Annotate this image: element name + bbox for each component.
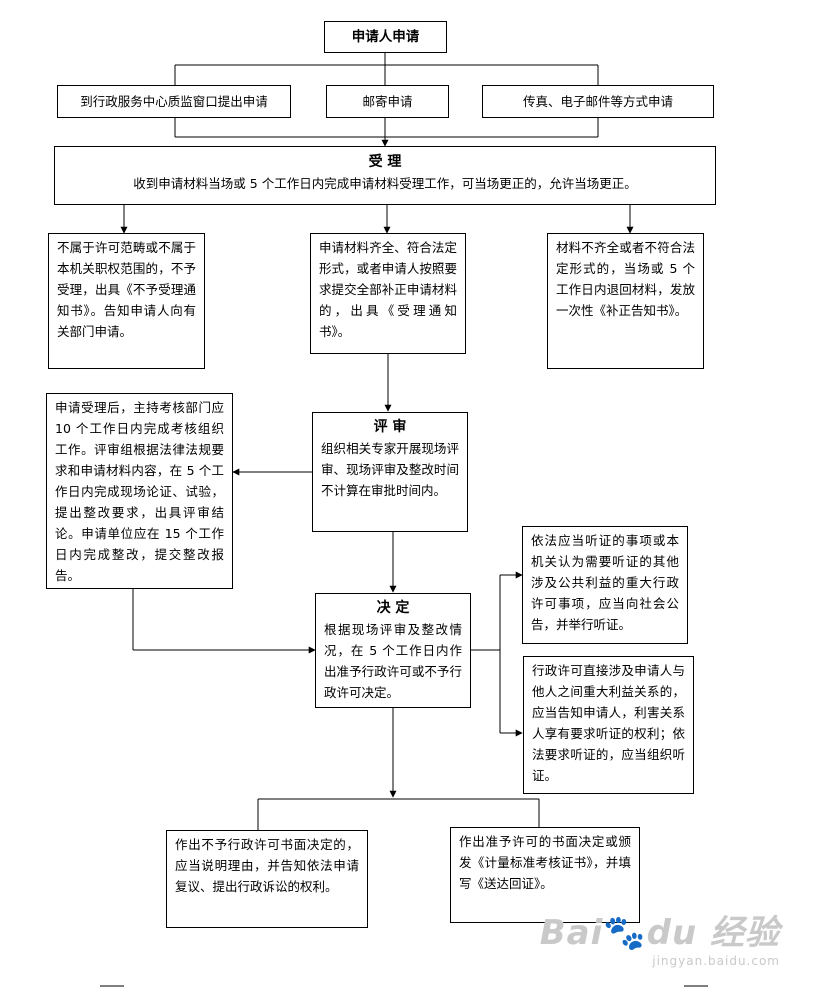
- review-box: 评 审 组织相关专家开展现场评审、现场评审及整改时间不计算在审批时间内。: [312, 412, 468, 532]
- deny-box: 作出不予行政许可书面决定的，应当说明理由，并告知依法申请复议、提出行政诉讼的权利…: [166, 830, 368, 928]
- not-accept-text: 不属于许可范畴或不属于本机关职权范围的，不予受理，出具《不予受理通知书》。告知申…: [57, 240, 196, 339]
- applicant-box: 申请人申请: [324, 21, 447, 53]
- accept-ok-box: 申请材料齐全、符合法定形式，或者申请人按照要求提交全部补正申请材料的，出具《受理…: [310, 233, 466, 354]
- hearing-party-text: 行政许可直接涉及申请人与他人之间重大利益关系的，应当告知申请人，利害关系人享有要…: [532, 663, 685, 783]
- method-window-label: 到行政服务中心质监窗口提出申请: [80, 94, 268, 109]
- accept-box: 受 理 收到申请材料当场或 5 个工作日内完成申请材料受理工作，可当场更正的，允…: [54, 146, 716, 205]
- review-detail-box: 申请受理后，主持考核部门应 10 个工作日内完成考核组织工作。评审组根据法律法规…: [46, 393, 233, 589]
- baidu-jingyan-watermark: Bai🐾du 经验 jingyan.baidu.com: [540, 905, 780, 968]
- paw-icon: 🐾: [603, 913, 647, 953]
- method-fax-label: 传真、电子邮件等方式申请: [522, 94, 673, 109]
- grant-text: 作出准予许可的书面决定或颁发《计量标准考核证书》，并填写《送达回证》。: [459, 834, 631, 891]
- applicant-label: 申请人申请: [351, 28, 420, 45]
- deny-text: 作出不予行政许可书面决定的，应当说明理由，并告知依法申请复议、提出行政诉讼的权利…: [175, 837, 359, 894]
- watermark-main-b: du 经验: [646, 913, 780, 953]
- incomplete-text: 材料不齐全或者不符合法定形式的，当场或 5 个工作日内退回材料，发放一次性《补正…: [556, 240, 695, 318]
- review-body: 组织相关专家开展现场评审、现场评审及整改时间不计算在审批时间内。: [321, 441, 459, 498]
- decision-box: 决 定 根据现场评审及整改情况，在 5 个工作日内作出准予行政许可或不予行政许可…: [315, 593, 471, 708]
- hearing-party-box: 行政许可直接涉及申请人与他人之间重大利益关系的，应当告知申请人，利害关系人享有要…: [523, 656, 694, 794]
- decision-body: 根据现场评审及整改情况，在 5 个工作日内作出准予行政许可或不予行政许可决定。: [324, 622, 462, 700]
- review-detail-text: 申请受理后，主持考核部门应 10 个工作日内完成考核组织工作。评审组根据法律法规…: [55, 400, 224, 583]
- accept-title: 受 理: [368, 154, 402, 170]
- watermark-sub: jingyan.baidu.com: [652, 954, 780, 968]
- not-accept-box: 不属于许可范畴或不属于本机关职权范围的，不予受理，出具《不予受理通知书》。告知申…: [48, 233, 205, 369]
- accept-ok-text: 申请材料齐全、符合法定形式，或者申请人按照要求提交全部补正申请材料的，出具《受理…: [319, 240, 457, 339]
- hearing-public-box: 依法应当听证的事项或本机关认为需要听证的其他涉及公共利益的重大行政许可事项，应当…: [522, 526, 688, 644]
- review-title: 评 审: [373, 419, 407, 435]
- accept-body: 收到申请材料当场或 5 个工作日内完成申请材料受理工作，可当场更正的，允许当场更…: [133, 176, 637, 191]
- method-mail-label: 邮寄申请: [362, 94, 413, 109]
- decision-title: 决 定: [376, 600, 410, 616]
- method-mail-box: 邮寄申请: [326, 85, 449, 118]
- method-fax-box: 传真、电子邮件等方式申请: [482, 85, 714, 118]
- method-window-box: 到行政服务中心质监窗口提出申请: [57, 85, 291, 118]
- hearing-public-text: 依法应当听证的事项或本机关认为需要听证的其他涉及公共利益的重大行政许可事项，应当…: [531, 533, 679, 632]
- grant-box: 作出准予许可的书面决定或颁发《计量标准考核证书》，并填写《送达回证》。: [450, 827, 640, 923]
- watermark-main-a: Bai: [539, 913, 604, 953]
- incomplete-box: 材料不齐全或者不符合法定形式的，当场或 5 个工作日内退回材料，发放一次性《补正…: [547, 233, 704, 369]
